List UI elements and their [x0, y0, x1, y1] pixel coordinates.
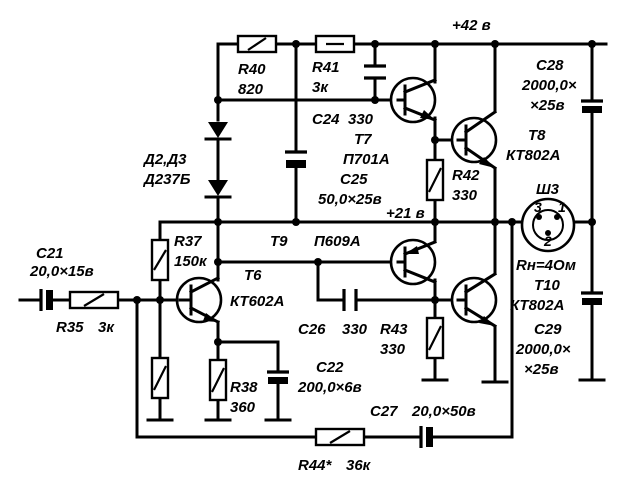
capacitor-c21 — [39, 289, 53, 311]
label-t10-type: КТ802А — [510, 297, 564, 314]
label-t7-type: П701А — [343, 151, 390, 168]
connector-sh3 — [520, 197, 576, 253]
capacitor-c25 — [285, 150, 307, 168]
capacitor-c26 — [342, 289, 358, 311]
label-t6-type: КТ602А — [230, 293, 284, 310]
label-c25: C25 — [340, 171, 368, 188]
label-r37-value: 150к — [174, 253, 208, 270]
label-c28-value-2: ×25в — [530, 97, 565, 114]
ground-symbols — [146, 378, 606, 422]
label-c21-value: 20,0×15в — [29, 263, 94, 280]
label-d23: Д2,Д3 — [142, 151, 187, 168]
label-d237: Д237Б — [142, 171, 191, 188]
label-c24-value: 330 — [348, 111, 374, 128]
label-t8: T8 — [528, 127, 546, 144]
resistor-r38 — [208, 358, 228, 402]
label-r35-value: 3к — [98, 319, 115, 336]
label-c27: C27 — [370, 403, 398, 420]
label-t10: T10 — [534, 277, 561, 294]
transistor-t7 — [389, 76, 437, 124]
label-r38-value: 360 — [230, 399, 256, 416]
resistor-r40 — [236, 34, 278, 54]
label-c26: C26 — [298, 321, 326, 338]
label-t7: T7 — [354, 131, 372, 148]
junction-dots — [133, 40, 596, 346]
resistor-r35 — [68, 290, 120, 310]
capacitor-c29 — [581, 291, 603, 305]
label-r43-value: 330 — [380, 341, 406, 358]
diode-d3 — [204, 180, 232, 199]
label-vplus42: +42 в — [452, 17, 491, 34]
label-rh: Rн=4Ом — [516, 257, 576, 274]
label-t9: T9 — [270, 233, 288, 250]
label-vplus21: +21 в — [386, 205, 425, 222]
resistor-r43 — [425, 316, 445, 360]
label-sh3: Ш3 — [536, 181, 560, 198]
label-r43: R43 — [380, 321, 408, 338]
label-c26-value: 330 — [342, 321, 368, 338]
label-c29: C29 — [534, 321, 562, 338]
resistor-r42 — [425, 158, 445, 202]
label-c22: C22 — [316, 359, 344, 376]
label-pin2: 2 — [543, 233, 552, 249]
label-t8-type: КТ802А — [506, 147, 560, 164]
label-r37: R37 — [174, 233, 202, 250]
label-c29-value-2: ×25в — [524, 361, 559, 378]
label-pin3: 3 — [534, 199, 542, 215]
labels: +42 в R40 820 R41 3к C24 330 T7 П701А C2… — [29, 17, 577, 474]
label-c25-value: 50,0×25в — [318, 191, 382, 208]
transistor-t6 — [175, 275, 223, 325]
resistor-lower-left — [150, 356, 170, 400]
label-t9-type: П609А — [314, 233, 361, 250]
transistor-t9 — [389, 238, 437, 286]
label-r38: R38 — [230, 379, 258, 396]
label-c21: C21 — [36, 245, 64, 262]
resistor-r44 — [314, 427, 366, 447]
capacitor-c27 — [419, 426, 433, 448]
label-r40-value: 820 — [238, 81, 264, 98]
label-r35: R35 — [56, 319, 84, 336]
label-t6: T6 — [244, 267, 262, 284]
capacitor-c22 — [267, 370, 289, 384]
capacitor-c28 — [581, 99, 603, 113]
resistor-r37 — [150, 238, 170, 282]
label-r42: R42 — [452, 167, 480, 184]
label-r44-value: 36к — [346, 457, 372, 474]
label-c24: C24 — [312, 111, 340, 128]
label-r44: R44* — [298, 457, 333, 474]
label-r42-value: 330 — [452, 187, 478, 204]
label-c28: C28 — [536, 57, 564, 74]
transistor-t10 — [450, 271, 498, 329]
diode-d2 — [204, 122, 232, 182]
label-r41: R41 — [312, 59, 340, 76]
label-c27-value: 20,0×50в — [411, 403, 476, 420]
label-c29-value-1: 2000,0× — [515, 341, 571, 358]
label-c28-value-1: 2000,0× — [521, 77, 577, 94]
label-r40: R40 — [238, 61, 266, 78]
label-pin1: 1 — [558, 199, 566, 215]
capacitor-c24 — [364, 64, 386, 80]
label-r41-value: 3к — [312, 79, 329, 96]
transistor-t8 — [450, 109, 498, 171]
resistor-r41 — [314, 34, 356, 54]
label-c22-value: 200,0×6в — [297, 379, 362, 396]
